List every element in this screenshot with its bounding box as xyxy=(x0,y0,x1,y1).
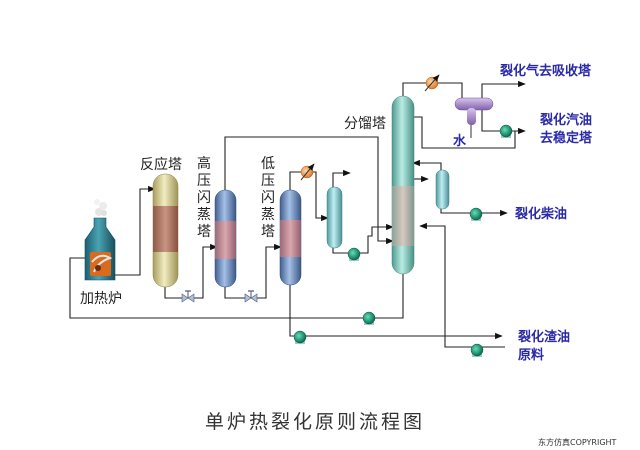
label-cracked-gas: 裂化气去吸收塔 xyxy=(499,63,592,79)
label-reactor: 反应塔 xyxy=(140,156,182,173)
pipe-receiver-to-frac xyxy=(332,223,394,254)
pipe-furnace-to-reactor xyxy=(115,185,156,276)
smoke-icon xyxy=(94,199,107,216)
pipe-reflux xyxy=(413,116,516,149)
svg-text:塔: 塔 xyxy=(261,224,275,240)
receiver-drum[interactable] xyxy=(326,186,343,249)
svg-text:压: 压 xyxy=(197,173,211,189)
side-stripper[interactable] xyxy=(435,169,450,210)
pipe-residue xyxy=(289,283,503,340)
label-feed: 原料 xyxy=(518,347,544,363)
diagram-title: 单炉热裂化原则流程图 xyxy=(205,411,425,433)
pipe-stripper-return xyxy=(412,159,442,171)
svg-text:闪: 闪 xyxy=(197,190,211,206)
pipe-cracked-gas xyxy=(481,80,526,100)
pipe-feed xyxy=(419,222,505,348)
pump-icon[interactable] xyxy=(470,343,484,357)
pipes xyxy=(69,80,526,348)
heat-exchanger-icon[interactable] xyxy=(300,163,315,181)
label-water: 水 xyxy=(453,133,467,149)
pump-icon[interactable] xyxy=(293,330,307,344)
label-to-stabilizer: 去稳定塔 xyxy=(540,130,593,146)
heat-exchanger-icon[interactable] xyxy=(424,74,440,92)
valve-icon[interactable] xyxy=(244,290,258,303)
label-lp-flash: 低 压 闪 蒸 塔 xyxy=(261,156,275,240)
copyright-text: 东方仿真COPYRIGHT xyxy=(538,437,617,447)
label-furnace: 加热炉 xyxy=(80,291,122,307)
label-hp-flash: 高 压 闪 蒸 塔 xyxy=(197,155,211,240)
pipe-frac-bottom-to-furnace xyxy=(69,257,404,319)
valve-icon[interactable] xyxy=(181,290,195,303)
lp-flash-tower[interactable] xyxy=(279,189,302,286)
svg-text:低: 低 xyxy=(261,156,275,172)
label-cracked-gasoline: 裂化汽油 xyxy=(539,112,592,128)
pipe-receiver-vent xyxy=(332,169,351,188)
svg-text:压: 压 xyxy=(261,173,275,189)
svg-text:蒸: 蒸 xyxy=(197,207,211,223)
label-fractionator: 分馏塔 xyxy=(344,116,386,132)
oil-water-separator[interactable] xyxy=(454,97,494,138)
svg-text:蒸: 蒸 xyxy=(261,207,275,223)
svg-text:高: 高 xyxy=(197,155,211,172)
pump-icon[interactable] xyxy=(469,207,483,221)
pump-icon[interactable] xyxy=(362,311,376,325)
pipe-lpflash-vapor xyxy=(289,171,329,222)
svg-text:塔: 塔 xyxy=(197,224,211,240)
label-cracked-diesel: 裂化柴油 xyxy=(514,206,567,222)
hp-flash-tower[interactable] xyxy=(214,189,237,288)
pipe-hpflash-vapor xyxy=(224,136,394,245)
pump-icon[interactable] xyxy=(499,124,513,138)
pipe-reactor-to-hpflash xyxy=(164,243,218,299)
fractionator-tower[interactable] xyxy=(391,95,415,275)
pipe-hpflash-to-lpflash xyxy=(224,243,282,299)
svg-text:闪: 闪 xyxy=(261,190,275,206)
pump-icon[interactable] xyxy=(347,247,361,261)
reactor-tower[interactable] xyxy=(152,173,179,288)
furnace[interactable] xyxy=(84,199,116,281)
label-cracked-residue: 裂化渣油 xyxy=(517,329,570,345)
